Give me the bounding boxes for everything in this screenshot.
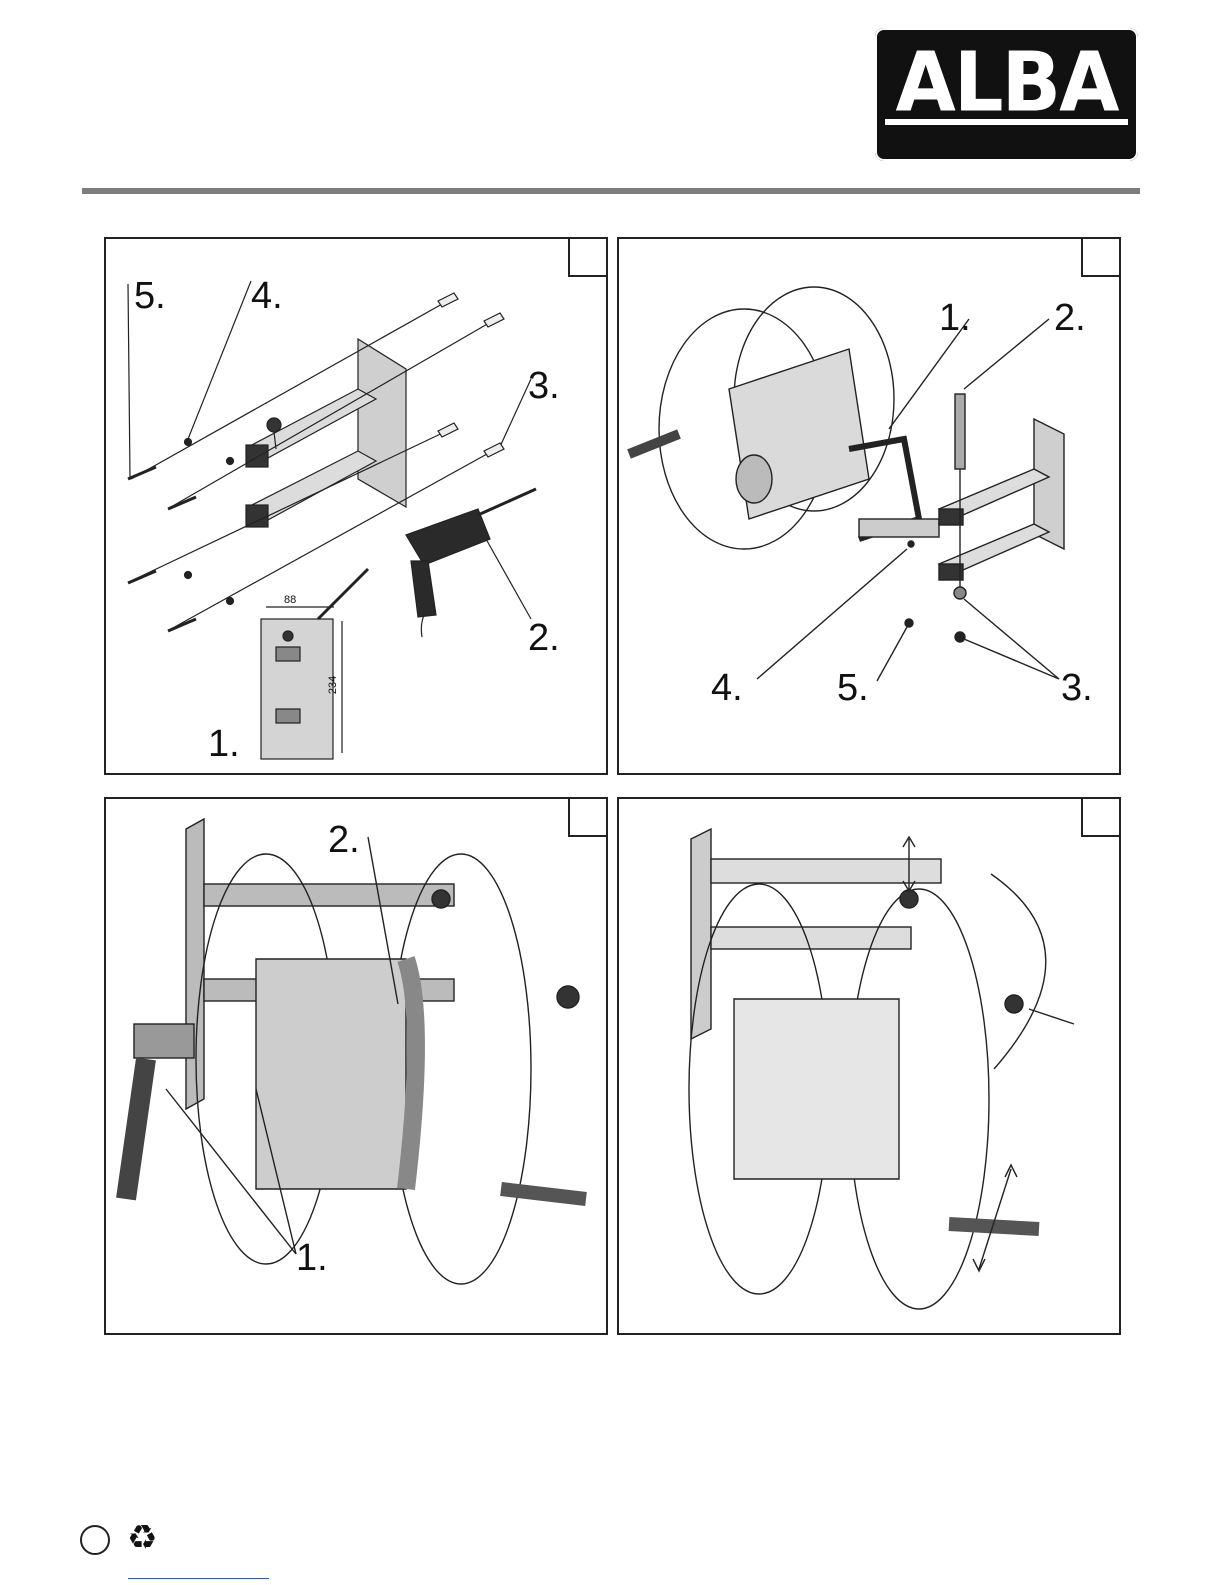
- header-divider: [82, 188, 1140, 194]
- dimension-height: 234: [327, 676, 339, 694]
- callout-1: 1.: [939, 299, 971, 337]
- panel-reel-adjustment: [617, 797, 1121, 1335]
- callout-5: 5.: [134, 277, 166, 315]
- callout-5: 5.: [837, 669, 869, 707]
- panel-reel-attachment: 1. 2. 4. 5. 3.: [617, 237, 1121, 775]
- footer-link-underline: [128, 1578, 269, 1579]
- alba-logo: ALBA: [875, 28, 1138, 161]
- callout-4: 4.: [251, 277, 283, 315]
- callout-2: 2.: [528, 619, 560, 657]
- callout-2: 2.: [1054, 299, 1086, 337]
- callout-2: 2.: [328, 821, 360, 859]
- hose-connection-illustration: [106, 799, 606, 1333]
- callout-3: 3.: [1061, 669, 1093, 707]
- callout-4: 4.: [711, 669, 743, 707]
- callout-1: 1.: [296, 1239, 328, 1277]
- reel-attachment-illustration: [619, 239, 1119, 773]
- bracket-mounting-illustration: [106, 239, 606, 773]
- callout-3: 3.: [528, 367, 560, 405]
- logo-underline: [885, 119, 1128, 125]
- panel-wall-bracket-mounting: 5. 4. 3. 2. 1. 88 234: [104, 237, 608, 775]
- callout-1: 1.: [208, 725, 240, 763]
- logo-text: ALBA: [875, 36, 1138, 131]
- recycle-icon: ♻: [127, 1521, 157, 1555]
- reel-adjustment-illustration: [619, 799, 1119, 1333]
- panel-hose-connection: 2. 1.: [104, 797, 608, 1335]
- dimension-width: 88: [284, 594, 296, 606]
- ecolabel-icon: [80, 1525, 110, 1555]
